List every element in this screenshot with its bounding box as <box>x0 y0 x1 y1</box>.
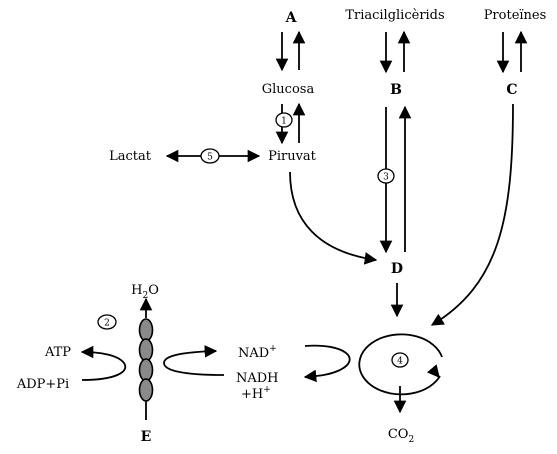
node-triacilglicerids: Triacilglicèrids <box>345 8 444 23</box>
arrow-adp-to-atp-loop <box>80 345 127 381</box>
node-h-plus: +H+ <box>241 385 271 402</box>
step-marker-2-label: 2 <box>104 319 110 329</box>
step-marker-1: 1 <box>275 112 293 128</box>
node-B: B <box>390 82 402 98</box>
node-lactat: Lactat <box>109 149 152 164</box>
arrow-piruvat-to-D <box>289 171 378 265</box>
node-adp-pi: ADP+Pi <box>16 377 69 392</box>
step-marker-4-label: 4 <box>397 357 403 367</box>
node-C: C <box>506 82 517 98</box>
electron-transport-chain <box>138 318 154 402</box>
node-co2: CO2 <box>388 427 414 445</box>
node-proteines: Proteïnes <box>484 8 547 23</box>
node-A: A <box>285 10 298 26</box>
step-marker-4: 4 <box>391 352 409 368</box>
node-atp: ATP <box>44 345 71 360</box>
krebs-cycle-circle <box>358 333 443 396</box>
node-nadh: NADH <box>236 371 279 386</box>
step-marker-2: 2 <box>97 314 117 330</box>
node-D: D <box>391 261 403 277</box>
node-E: E <box>141 429 152 445</box>
node-piruvat: Piruvat <box>268 149 317 164</box>
step-marker-3: 3 <box>377 168 395 184</box>
step-marker-1-label: 1 <box>281 117 287 127</box>
arrow-C-to-krebs <box>430 103 514 326</box>
step-marker-3-label: 3 <box>383 173 389 183</box>
arrow-etc-nadh-to-nad-loop <box>163 345 225 376</box>
step-marker-5: 5 <box>200 148 220 164</box>
node-glucosa: Glucosa <box>262 82 315 97</box>
node-h2o: H2O <box>131 283 159 301</box>
node-nad-plus: NAD+ <box>238 344 277 361</box>
step-marker-5-label: 5 <box>207 153 213 163</box>
krebs-cycle-arrowhead <box>426 364 440 378</box>
arrow-nad-to-nadh-loop <box>303 344 351 383</box>
